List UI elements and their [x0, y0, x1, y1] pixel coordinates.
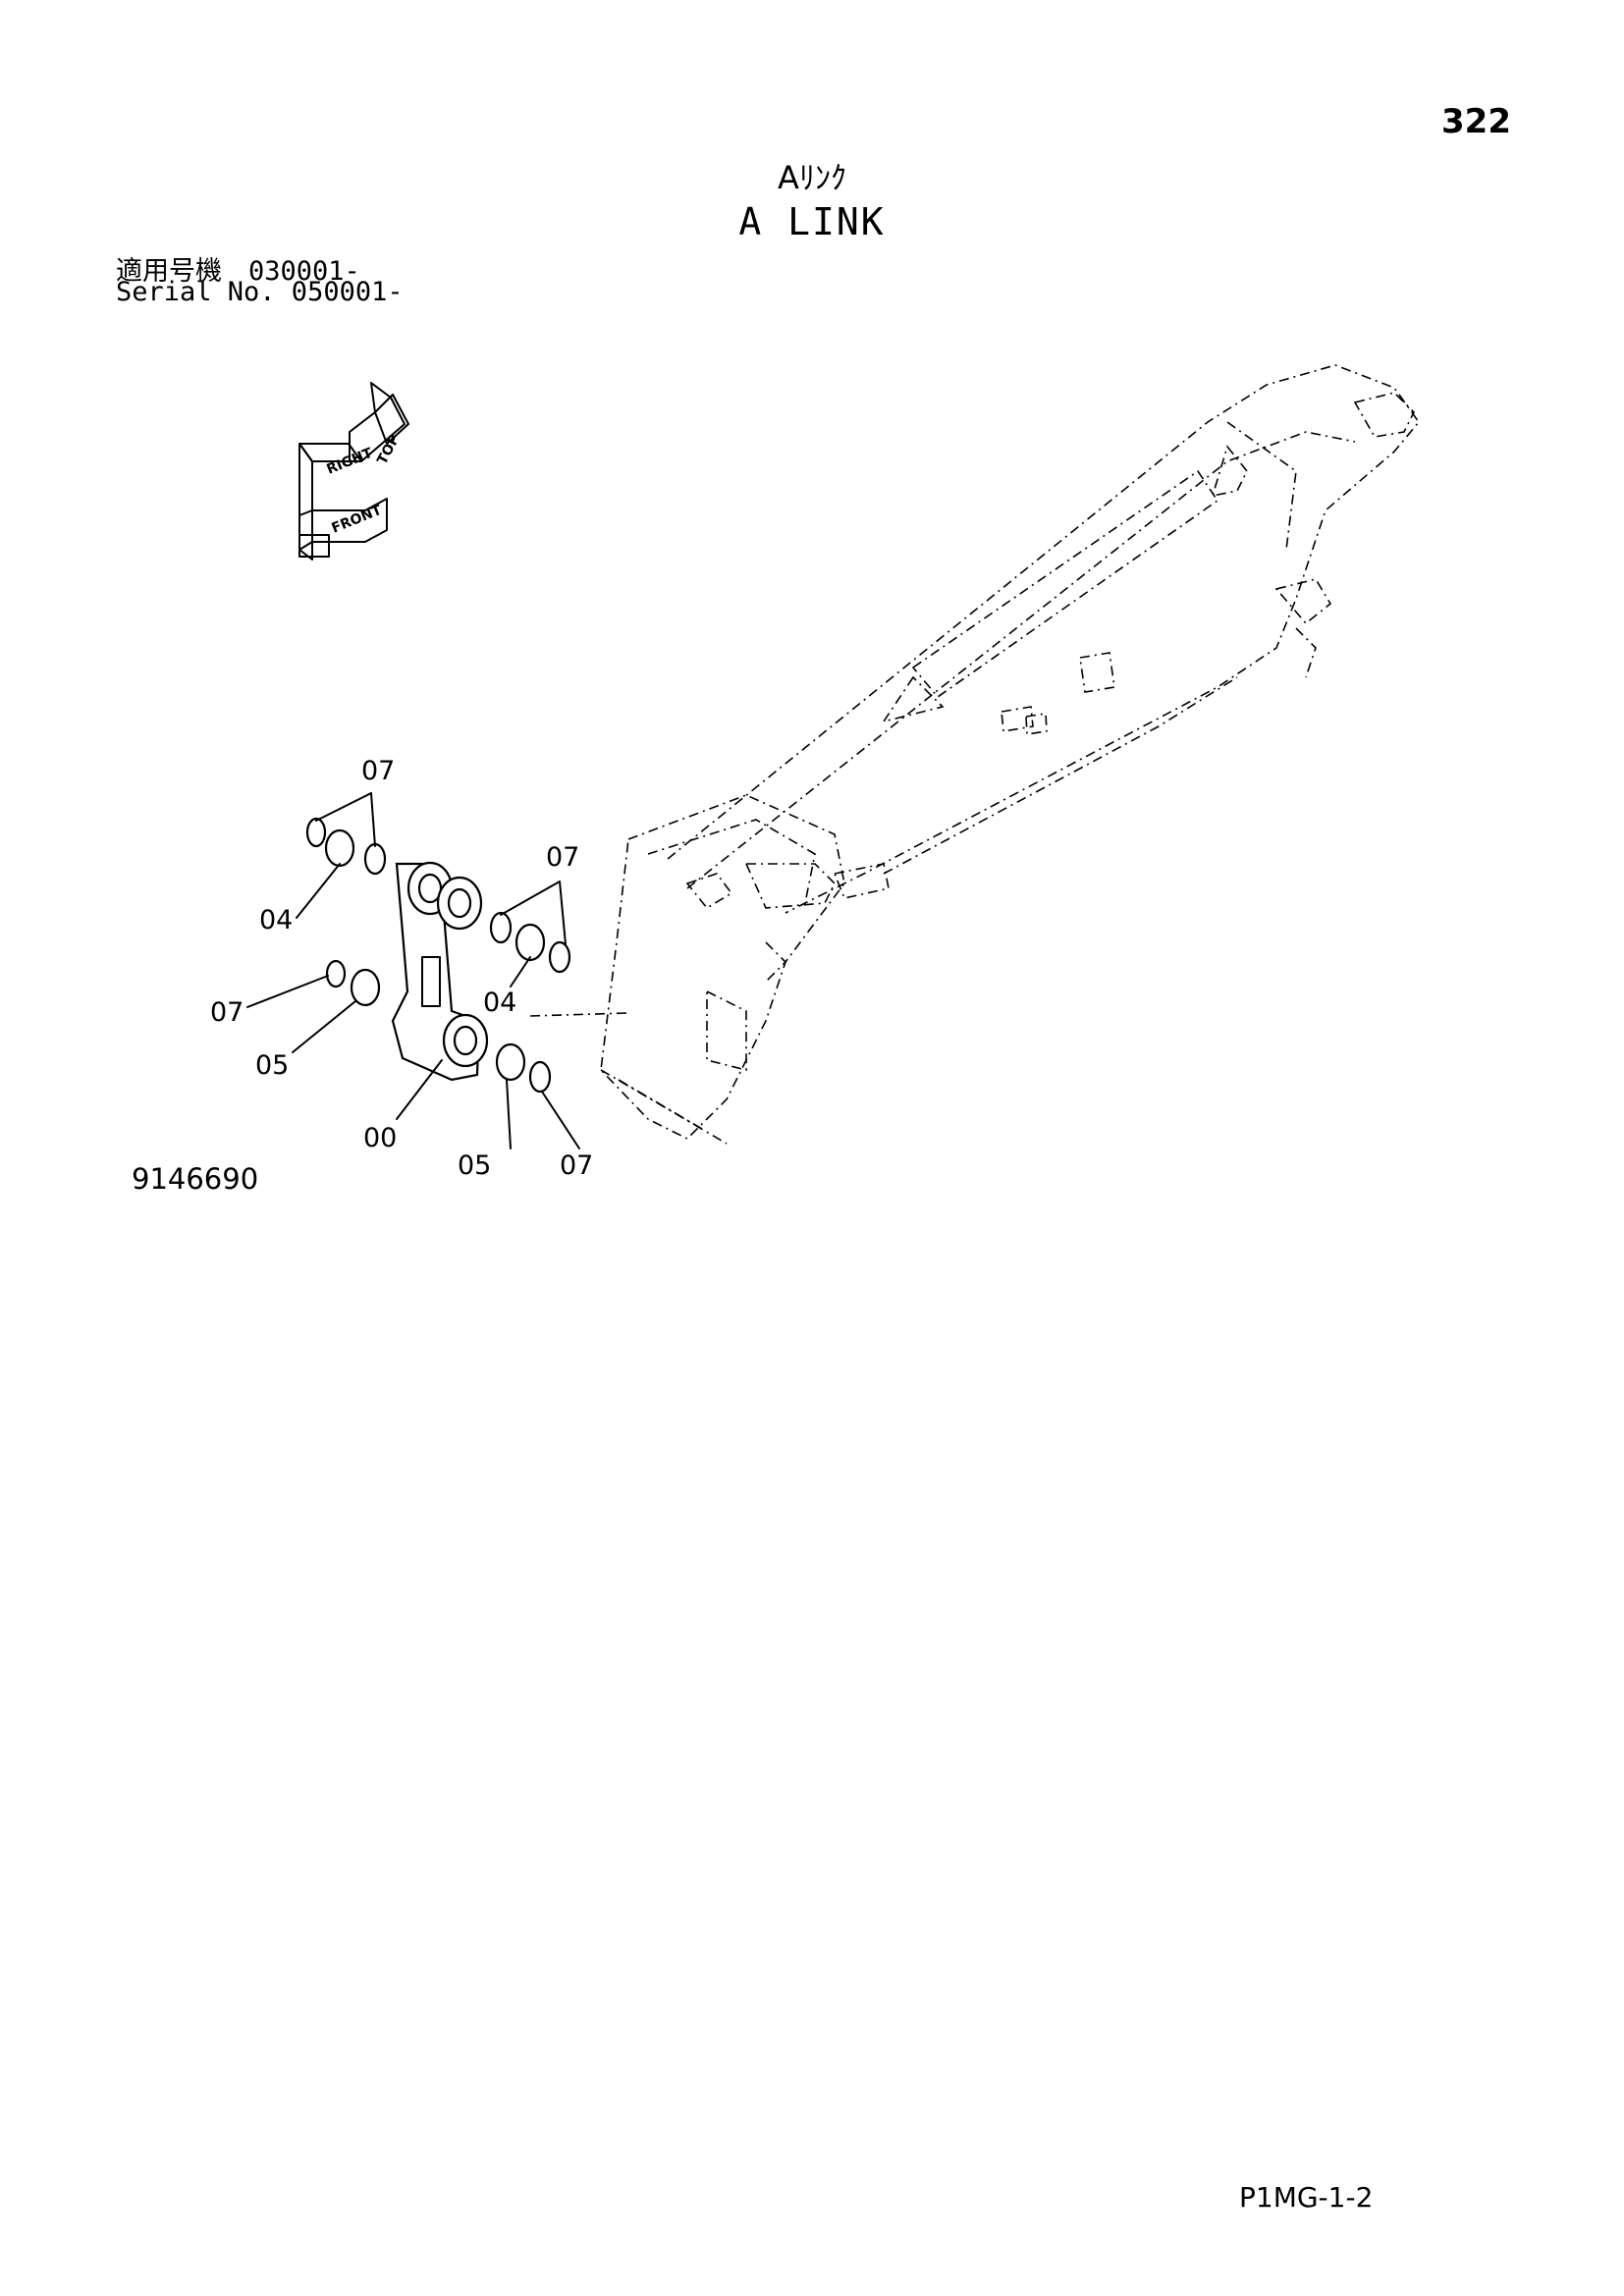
serial-range-japanese: 適用号機 030001-	[116, 256, 360, 287]
bushing-parts	[305, 817, 571, 1094]
drawing-number: 9146690	[132, 1162, 259, 1196]
arm-assembly-outline	[529, 364, 1421, 1145]
callout-05-left: 05	[255, 1050, 289, 1081]
a-link-part	[391, 861, 489, 1082]
callout-05-bottom: 05	[458, 1150, 491, 1181]
callout-07-top: 07	[361, 756, 395, 786]
orientation-indicator-icon: RIGHT FRONT TOP	[298, 382, 409, 561]
serial-range: Serial No. 050001-	[116, 277, 404, 307]
callout-07-right: 07	[546, 842, 579, 873]
callout-07-bottom: 07	[560, 1150, 593, 1181]
leader-lines	[246, 792, 580, 1149]
callout-07-left: 07	[210, 997, 244, 1028]
orientation-label-front: FRONT	[330, 503, 385, 537]
page-title-japanese: Aﾘﾝｸ	[778, 159, 846, 196]
callout-00: 00	[363, 1123, 397, 1153]
orientation-label-top: TOP	[374, 432, 403, 467]
page-title: A LINK	[738, 200, 886, 243]
callout-04-left: 04	[259, 905, 293, 935]
page-code: P1MG-1-2	[1239, 2181, 1374, 2214]
page-number: 322	[1441, 102, 1511, 141]
callout-04-right: 04	[483, 988, 516, 1018]
